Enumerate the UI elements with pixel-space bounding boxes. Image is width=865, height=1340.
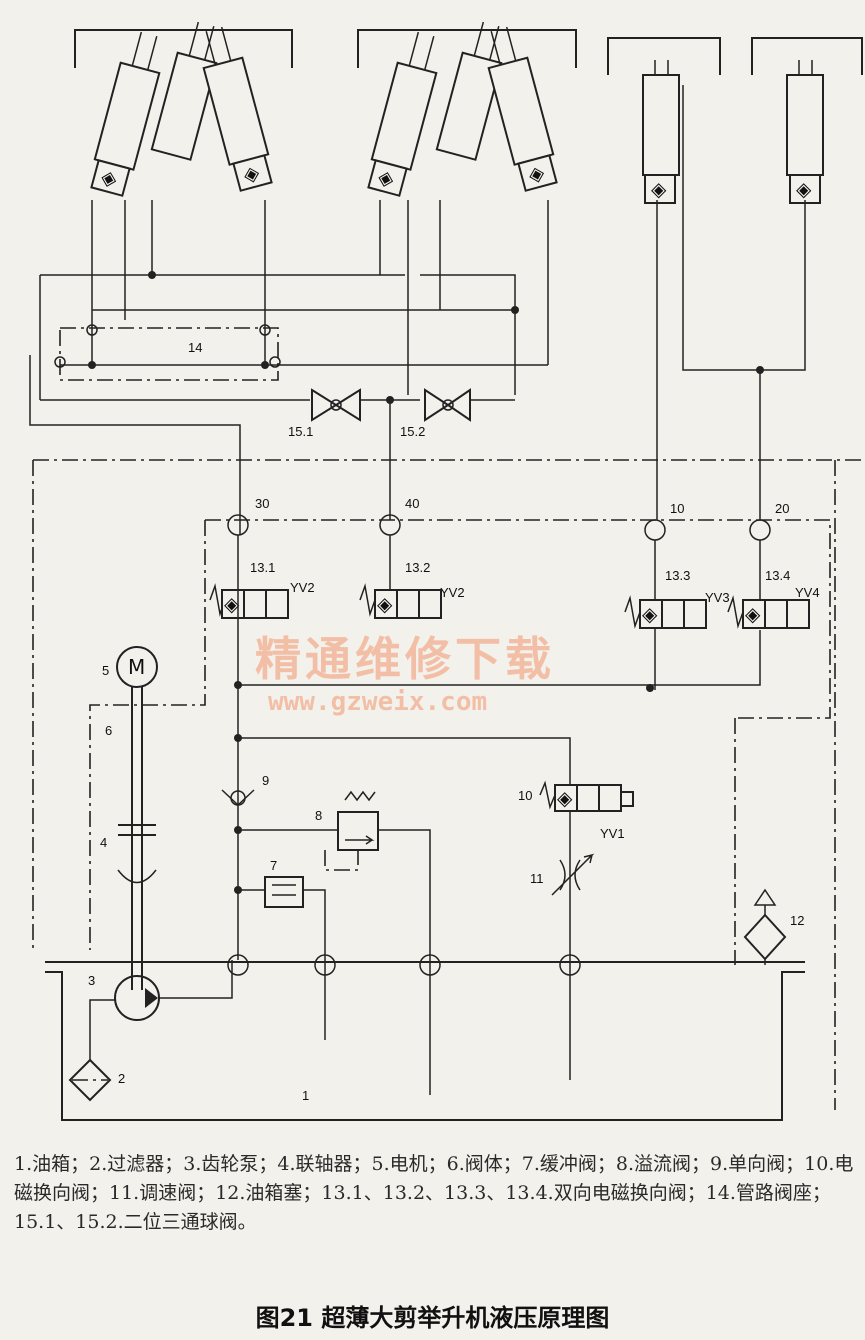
svg-text:◈: ◈	[526, 160, 548, 187]
label-15-1: 15.1	[288, 424, 313, 439]
label-6: 6	[105, 723, 112, 738]
ball-valve-15-1: 15.1	[288, 388, 361, 439]
valve-body-outline	[32, 459, 865, 1110]
label-3: 3	[88, 973, 95, 988]
label-13-3: 13.3	[665, 568, 690, 583]
label-14: 14	[188, 340, 202, 355]
motor-symbol: M	[128, 655, 145, 679]
label-15-2: 15.2	[400, 424, 425, 439]
port-20: 20	[775, 501, 789, 516]
coil-13-4: YV4	[795, 585, 820, 600]
ball-valve-15-2: 15.2	[400, 388, 471, 439]
pipe-base-14: 14	[59, 327, 279, 381]
svg-text:◈: ◈	[651, 177, 667, 201]
tank-1: 1	[45, 954, 805, 1121]
coil-yv1: YV1	[600, 826, 625, 841]
coupling-4: 4	[100, 824, 157, 884]
ports: 30 40 10 20	[227, 496, 789, 541]
cylinder-group-left: ◈ ◈	[90, 21, 273, 197]
cylinder-right-2: ◈	[786, 60, 824, 204]
damper-valve-7: 7	[264, 858, 304, 908]
label-4: 4	[100, 835, 107, 850]
platform-right-1	[607, 37, 721, 75]
svg-text:◈: ◈	[557, 786, 573, 810]
top-pipework	[29, 85, 806, 535]
label-2: 2	[118, 1071, 125, 1086]
label-9: 9	[262, 773, 269, 788]
platform-middle	[357, 29, 577, 68]
label-12: 12	[790, 913, 804, 928]
gear-pump-3: 3	[88, 960, 233, 1060]
lower-pipework	[234, 535, 761, 1095]
valve-13-2: ◈ 13.2 YV2	[359, 560, 465, 619]
platform-left	[74, 29, 293, 68]
motor-5: M 5	[102, 646, 158, 990]
check-valve-9: 9	[221, 773, 269, 807]
label-7: 7	[270, 858, 277, 873]
coil-13-1: YV2	[290, 580, 315, 595]
solenoid-valve-10: ◈ 10 YV1	[518, 780, 634, 841]
watermark: 精通维修下载 www.gzweix.com	[255, 632, 555, 717]
svg-text:◈: ◈	[376, 164, 398, 191]
filter-2: 2	[68, 1058, 125, 1102]
watermark-text: 精通维修下载	[255, 632, 555, 686]
label-10: 10	[518, 788, 532, 803]
coil-13-2: YV2	[440, 585, 465, 600]
port-10: 10	[670, 501, 684, 516]
schematic-svg: ◈ ◈ ◈	[29, 21, 865, 1121]
svg-text:◈: ◈	[241, 160, 263, 187]
svg-text:◈: ◈	[796, 177, 812, 201]
valve-13-3: ◈ 13.3 YV3	[624, 568, 730, 629]
platform-right-2	[751, 37, 863, 75]
tank-plug-12: 12	[743, 888, 804, 965]
label-11: 11	[530, 871, 544, 886]
throttle-valve-11: 11	[530, 853, 595, 896]
valve-13-4: ◈ 13.4 YV4	[727, 568, 820, 629]
port-30: 30	[255, 496, 269, 511]
svg-text:◈: ◈	[224, 592, 240, 616]
relief-valve-8: 8	[315, 790, 379, 871]
svg-text:◈: ◈	[99, 164, 121, 191]
port-40: 40	[405, 496, 419, 511]
figure-title: 图21 超薄大剪举升机液压原理图	[255, 1304, 610, 1332]
label-1: 1	[302, 1088, 309, 1103]
watermark-url: www.gzweix.com	[268, 687, 487, 717]
svg-text:◈: ◈	[745, 602, 761, 626]
cylinder-right-1: ◈	[642, 60, 680, 204]
svg-text:◈: ◈	[642, 602, 658, 626]
svg-text:◈: ◈	[377, 592, 393, 616]
label-13-1: 13.1	[250, 560, 275, 575]
valve-13-1: ◈ 13.1 YV2	[209, 560, 315, 619]
label-13-2: 13.2	[405, 560, 430, 575]
label-13-4: 13.4	[765, 568, 790, 583]
coil-13-3: YV3	[705, 590, 730, 605]
label-8: 8	[315, 808, 322, 823]
cylinder-group-middle: ◈ ◈	[367, 21, 558, 197]
legend-caption: 1.油箱；2.过滤器；3.齿轮泵；4.联轴器；5.电机；6.阀体；7.缓冲阀；8…	[14, 1153, 854, 1233]
label-5: 5	[102, 663, 109, 678]
hydraulic-schematic: ◈ ◈ ◈	[29, 21, 865, 1121]
